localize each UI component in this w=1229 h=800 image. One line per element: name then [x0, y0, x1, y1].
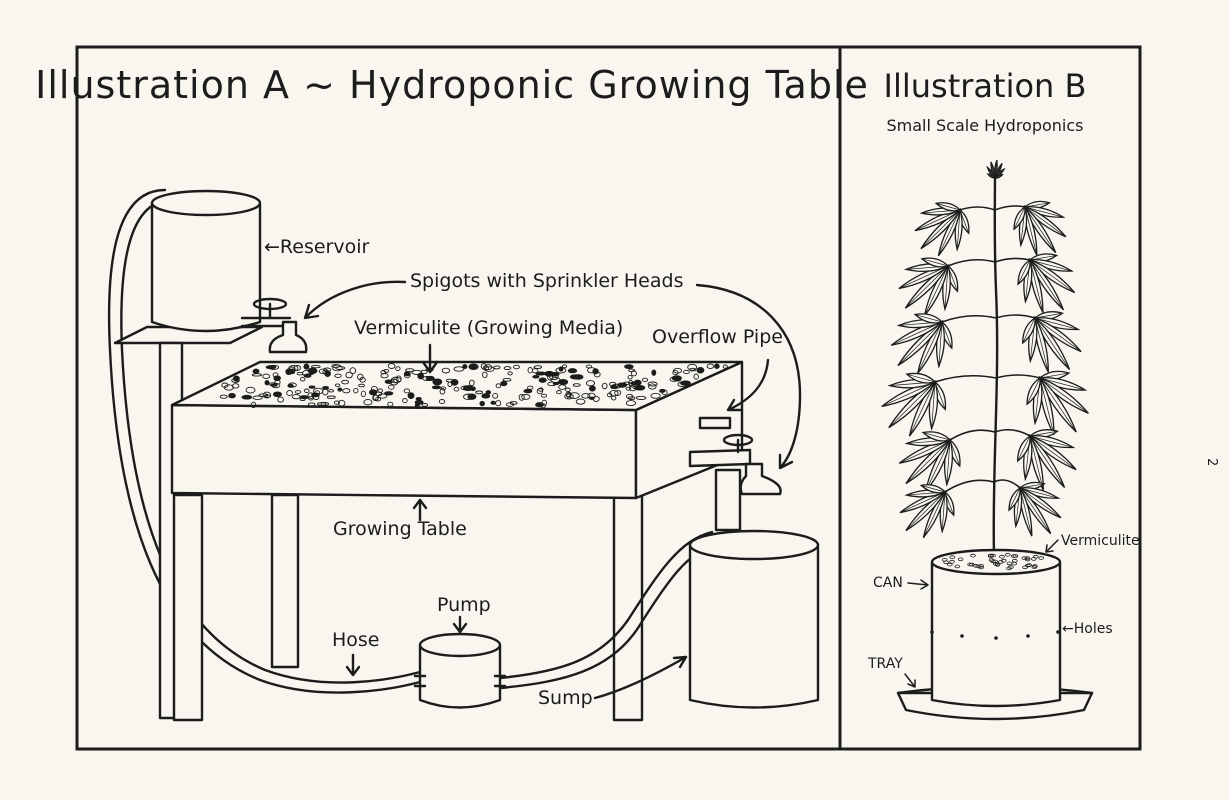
arrow-vermiculite — [421, 343, 439, 374]
can — [930, 548, 1062, 708]
title-illustration-b: Illustration B — [884, 67, 1087, 105]
arrow-tray — [904, 673, 916, 688]
arrow-vermiculite-b — [1045, 539, 1059, 553]
title-illustration-a: Illustration A ~ Hydroponic Growing Tabl… — [35, 63, 869, 107]
label-holes: ←Holes — [1062, 621, 1113, 637]
label-growing-table: Growing Table — [333, 518, 467, 540]
vermiculite-in-can — [941, 552, 1044, 571]
arrow-pump — [452, 615, 468, 634]
label-hose: Hose — [332, 629, 380, 651]
reservoir-tank — [150, 189, 262, 333]
label-tray: Tray — [867, 656, 903, 672]
label-sump: Sump — [538, 687, 593, 709]
table-leg-front-left — [172, 493, 204, 722]
page-number: 2 — [1204, 458, 1219, 466]
reservoir-spigot — [240, 297, 308, 354]
table-leg-back-right — [714, 468, 742, 532]
sump-tank — [688, 529, 820, 709]
arrow-can — [907, 579, 929, 590]
label-vermiculite-media: Vermiculite (Growing Media) — [354, 317, 623, 339]
label-vermiculite-b: Vermiculite — [1061, 533, 1140, 549]
subtitle-illustration-b: Small Scale Hydroponics — [887, 116, 1084, 135]
frame-illustration-b — [838, 45, 1142, 751]
arrow-overflow — [726, 358, 770, 412]
arrow-sump — [593, 655, 688, 700]
arrow-spigot-left — [303, 280, 407, 320]
arrow-hose — [345, 653, 361, 677]
label-pump: Pump — [437, 594, 491, 616]
label-reservoir: ←Reservoir — [264, 236, 370, 258]
cannabis-plant — [881, 159, 1089, 557]
can-holes — [930, 630, 1060, 640]
arrow-growing-table — [412, 498, 428, 522]
arrow-spigot-right — [695, 283, 802, 470]
table-spigot — [688, 433, 782, 496]
label-overflow-pipe: Overflow Pipe — [652, 326, 783, 348]
label-spigots: Spigots with Sprinkler Heads — [410, 270, 683, 292]
hose-to-sump — [498, 530, 714, 680]
pump — [413, 632, 507, 709]
vermiculite-bed — [219, 363, 728, 409]
overflow-pipe — [698, 416, 732, 430]
table-leg-back-left — [270, 493, 300, 669]
hose — [107, 188, 422, 694]
label-can: Can — [873, 575, 903, 591]
